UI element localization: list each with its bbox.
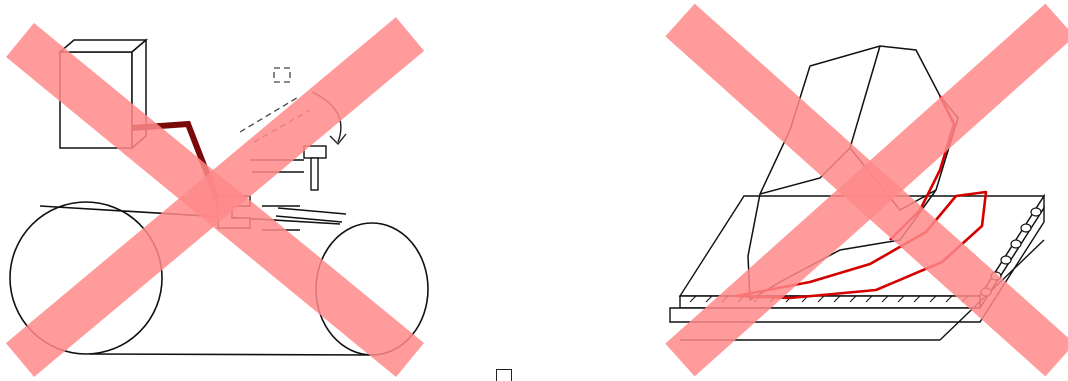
left-panel-conveyor-scraper <box>0 0 440 381</box>
left-diagram <box>0 0 440 381</box>
left-cross-mark <box>20 34 410 360</box>
right-panel-material-pile <box>640 0 1068 381</box>
right-diagram <box>640 0 1068 381</box>
partial-square-marker <box>496 369 512 381</box>
